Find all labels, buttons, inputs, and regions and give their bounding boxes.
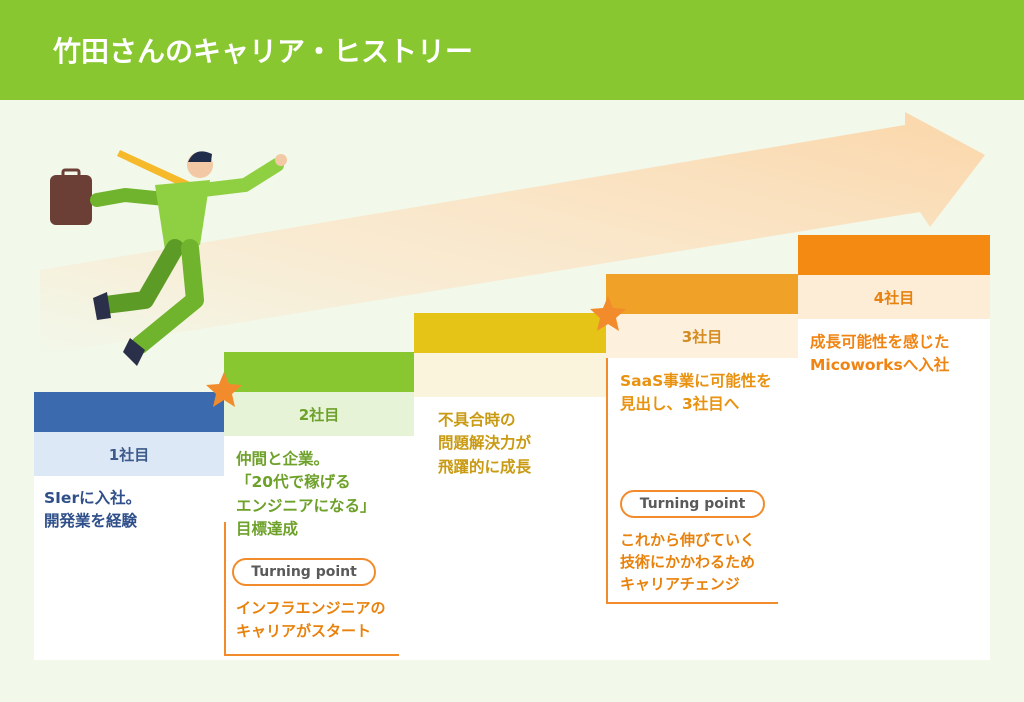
step-4: 3社目 SaaS事業に可能性を 見出し、3社目へ Turning point こ… (606, 274, 798, 660)
step-5-bar (798, 235, 990, 275)
step-1-panel (34, 476, 224, 660)
star-icon (206, 372, 242, 407)
step-3-panel (414, 397, 606, 660)
step-1: 1社目 SIerに入社。 開発業を経験 (34, 392, 224, 660)
step-2-turning-text: インフラエンジニアの キャリアがスタート (236, 599, 386, 640)
turning-point-badge: Turning point (232, 558, 376, 586)
step-5-panel (798, 319, 990, 660)
turning-point-badge: Turning point (620, 490, 765, 518)
step-3-text: 不具合時の 問題解決力が 飛躍的に成長 (438, 411, 532, 476)
upward-trend-arrow-icon (40, 112, 985, 355)
header-banner: 竹田さんのキャリア・ヒストリー (0, 0, 1024, 100)
step-3-bar (414, 313, 606, 353)
step-2-bar (224, 352, 414, 392)
step-4-text: SaaS事業に可能性を 見出し、3社目へ (620, 372, 772, 414)
step-4-turning-text: これから伸びていく 技術にかかわるため キャリアチェンジ (620, 531, 756, 593)
step-1-label: 1社目 (34, 432, 224, 476)
step-3: 不具合時の 問題解決力が 飛躍的に成長 (414, 313, 606, 660)
step-4-bar (606, 274, 798, 314)
step-4-label: 3社目 (606, 314, 798, 358)
step-2: 2社目 仲間と企業。 「20代で稼げる エンジニアになる」 目標達成 Turni… (224, 352, 414, 660)
step-5-label: 4社目 (798, 275, 990, 319)
step-1-text: SIerに入社。 開発業を経験 (44, 489, 142, 531)
turning-point-bracket (224, 522, 399, 656)
step-5: 4社目 成長可能性を感じた Micoworksへ入社 (798, 235, 990, 660)
page-title: 竹田さんのキャリア・ヒストリー (53, 35, 474, 68)
turning-point-bracket (606, 358, 778, 604)
step-2-text: 仲間と企業。 「20代で稼げる エンジニアになる」 目標達成 (236, 450, 376, 538)
step-2-panel (224, 436, 414, 660)
step-5-text: 成長可能性を感じた Micoworksへ入社 (810, 333, 950, 375)
step-1-bar (34, 392, 224, 432)
step-3-label (414, 353, 606, 397)
star-icon (590, 296, 626, 331)
running-businessman-icon (50, 150, 287, 366)
step-2-label: 2社目 (224, 392, 414, 436)
